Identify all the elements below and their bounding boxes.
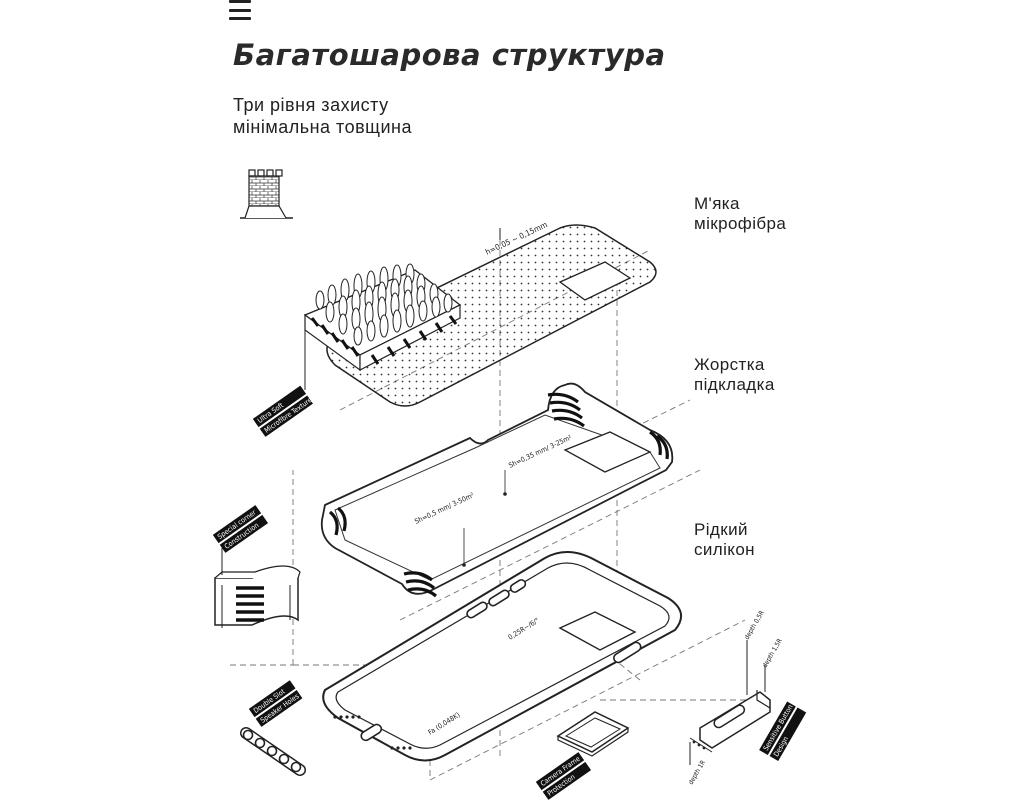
castle-tower-icon: [240, 169, 293, 219]
layer-label-silicone-line1: Рідкий: [694, 520, 748, 539]
depth-spec-2: depth 1,5R: [761, 637, 784, 669]
layer-label-hard-shell-line2: підкладка: [694, 375, 775, 394]
microfibre-texture-tag: Ultra Soft Microfibre Texture: [252, 385, 314, 437]
layer-label-hard-shell-line1: Жорстка: [694, 355, 765, 374]
layer-label-hard-shell: Жорстка підкладка: [694, 355, 775, 395]
subtitle-line-2: мінімальна товщина: [233, 117, 412, 137]
hamburger-menu-icon[interactable]: [229, 0, 251, 20]
page-title: Багатошарова структура: [233, 38, 666, 72]
layer-label-microfibre-line2: мікрофібра: [694, 214, 787, 233]
camera-frame-detail: [556, 711, 630, 757]
page-subtitle: Три рівня захисту мінімальна товщина: [233, 94, 412, 138]
subtitle-line-1: Три рівня захисту: [233, 95, 389, 115]
corner-construction-tag: Special corner Construction: [212, 505, 269, 553]
layer-label-silicone-line2: силікон: [694, 540, 755, 559]
depth-spec-1: depth 0,5R: [743, 609, 766, 641]
silicone-layer: 0,25R~/6/° Fa (0,048K): [322, 551, 683, 762]
layer-label-silicone: Рідкий силікон: [694, 520, 755, 560]
sensitive-button-detail: depth 0,5R depth 1,5R depth 1R: [687, 609, 784, 786]
hard-shell-layer: Sh=0,35 mm/ 3-25m² Sh=0,5 mm/ 3-50m²: [320, 382, 674, 598]
speaker-holes-tag: Double Slot Speaker Holes: [248, 680, 303, 727]
special-corner-detail: [214, 565, 301, 628]
layer-label-microfibre-line1: М'яка: [694, 194, 740, 213]
camera-frame-tag: Camera Frame Protection: [535, 752, 592, 800]
layer-label-microfibre: М'яка мікрофібра: [694, 194, 786, 234]
microfibre-layer: h=0,05 ~ 0,15mm: [303, 220, 657, 407]
speaker-holes-detail: [240, 727, 306, 776]
